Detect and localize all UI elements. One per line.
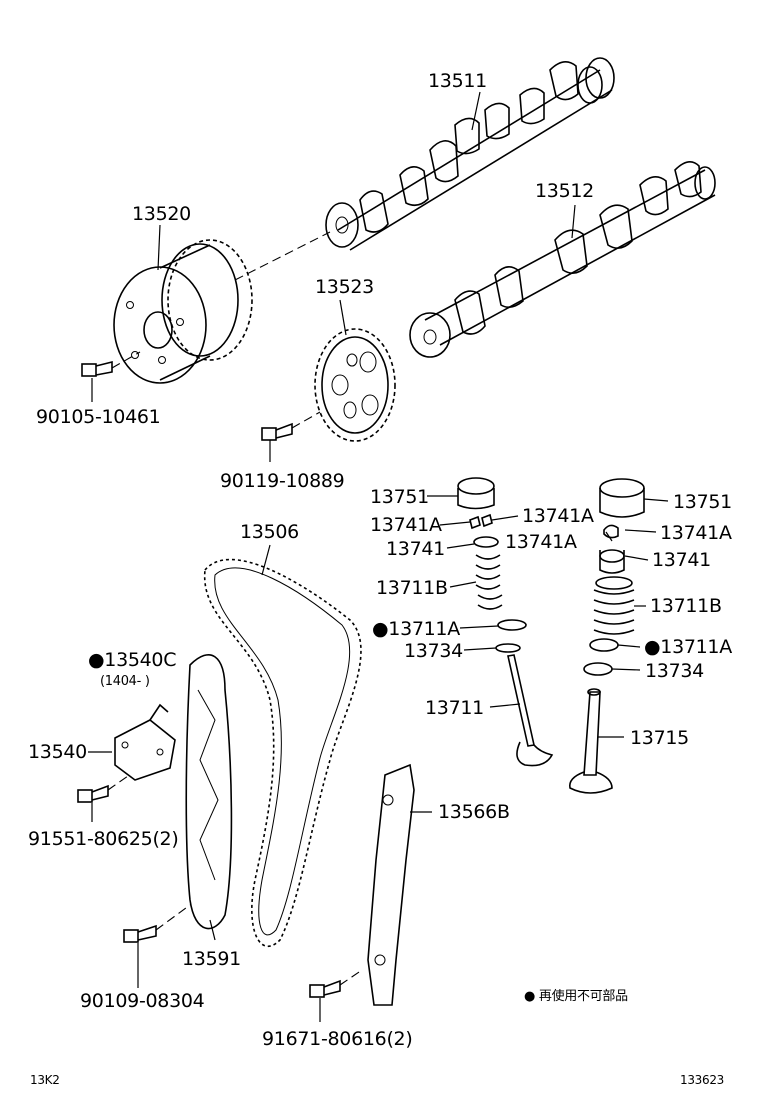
label-13540C-date: (1404- ) [100,674,150,689]
label-90119-10889: 90119-10889 [220,470,345,492]
label-13741A-right-1: 13741A [505,531,577,553]
label-13540: 13540 [28,741,87,763]
label-13734-right: 13734 [645,660,704,682]
label-13741-left: 13741 [386,538,445,560]
label-13715: 13715 [630,727,689,749]
center-lines [107,231,363,986]
reuse-marker: ● [88,649,105,671]
cam-sprocket-13523 [314,328,396,442]
bolt-90109 [123,924,157,943]
footer-code-right: 133623 [680,1073,725,1087]
camshaft-13511 [325,57,615,251]
label-13741A-left-1: 13741A [370,514,442,536]
chain-slipper-13591 [185,654,233,930]
footer-code-left: 13K2 [30,1073,60,1087]
label-91671-80616: 91671-80616(2) [262,1028,413,1050]
label-13711: 13711 [425,697,484,719]
reuse-marker: ● [524,989,536,1004]
label-13523: 13523 [315,276,374,298]
label-13741A-right-2: 13741A [660,522,732,544]
bolt-90105 [81,360,113,377]
label-13741-right: 13741 [652,549,711,571]
valve-stack-right [568,478,645,794]
camshaft-13512 [409,161,716,358]
label-13711B-left: 13711B [376,577,448,599]
label-91551-80625: 91551-80625(2) [28,828,179,850]
chain-guide-13566B [367,763,415,1006]
label-13711A-left: ●13711A [372,618,460,640]
timing-chain-13506 [204,558,362,947]
label-90105-10461: 90105-10461 [36,406,161,428]
bolt-91671 [309,979,341,998]
reuse-marker: ● [644,636,661,658]
label-13591: 13591 [182,948,241,970]
bolt-91551 [77,784,109,803]
label-13751-right: 13751 [673,491,732,513]
label-13711B-right: 13711B [650,595,722,617]
vvt-sprocket-13520 [113,239,253,384]
leader-lines [88,91,669,1022]
label-13520: 13520 [132,203,191,225]
label-13506: 13506 [240,521,299,543]
bolt-90119 [261,422,293,441]
label-13751-left: 13751 [370,486,429,508]
label-90109-08304: 90109-08304 [80,990,205,1012]
label-13566B: 13566B [438,801,510,823]
tensioner-13540 [114,703,176,781]
label-13512: 13512 [535,180,594,202]
legend-non-reusable: ● 再使用不可部品 [524,989,628,1004]
label-13734-left: 13734 [404,640,463,662]
label-13711A-right: ●13711A [644,636,732,658]
label-13511: 13511 [428,70,487,92]
label-13741A-left-2: 13741A [522,505,594,527]
label-13540C: ●13540C [88,649,177,671]
reuse-marker: ● [372,618,389,640]
